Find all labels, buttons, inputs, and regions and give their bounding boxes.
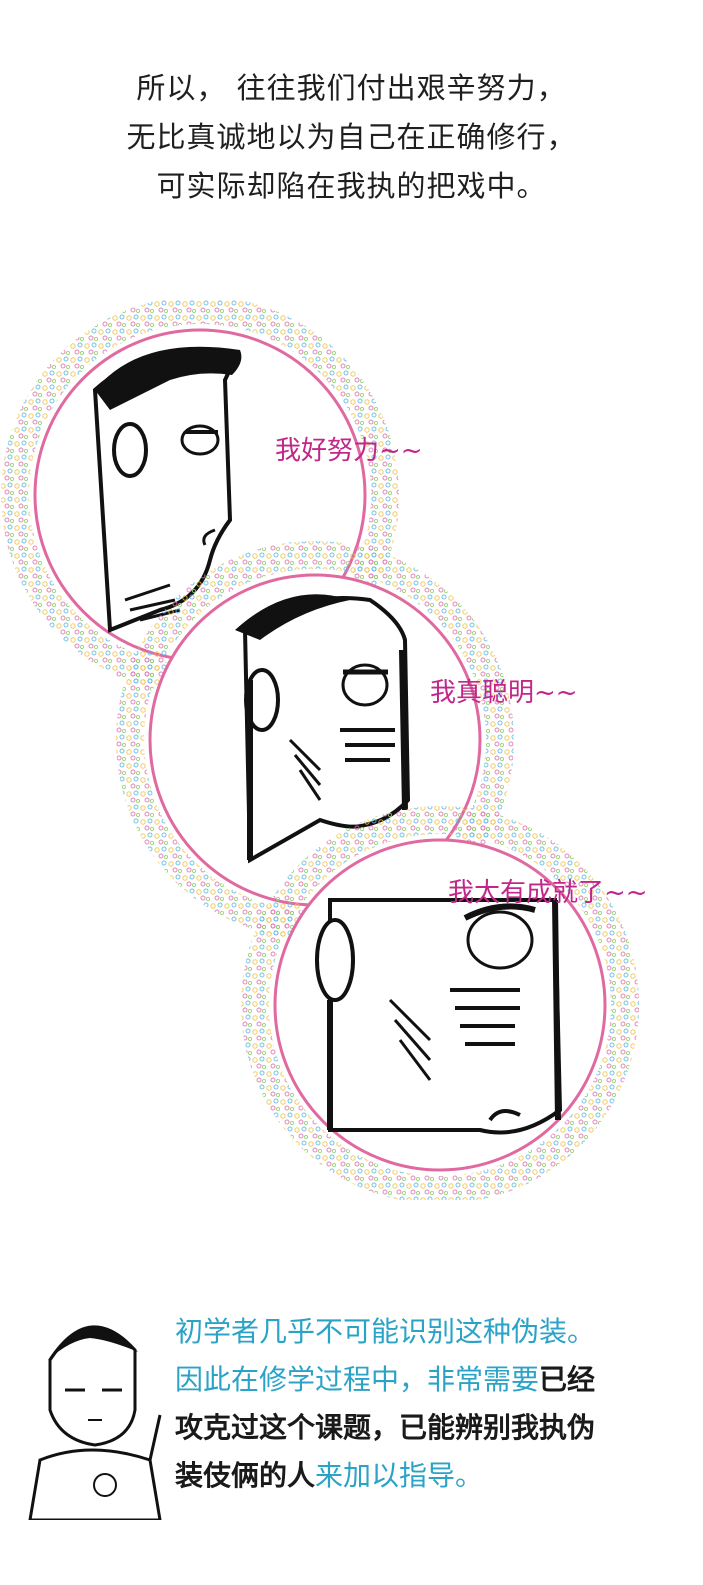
footer-line-2: 因此在修学过程中，非常需要已经 <box>175 1356 690 1404</box>
bubble-3 <box>241 806 639 1200</box>
bubble-2 <box>116 541 514 939</box>
footer-line-3: 攻克过这个课题，已能辨别我执伪 <box>175 1411 596 1444</box>
footer-line-1: 初学者几乎不可能识别这种伪装。 <box>175 1315 596 1348</box>
footer-line-2-dark: 已经 <box>539 1363 596 1396</box>
intro-line-1: 所以， 往往我们付出艰辛努力， <box>136 71 567 105</box>
footer-line-2-teal: 因此在修学过程中，非常需要 <box>175 1363 540 1396</box>
bubble-text-2: 我真聪明~~ <box>430 678 578 708</box>
footer-line-4-dark: 装伎俩的人 <box>175 1459 316 1492</box>
footer-line-4-teal: 来加以指导。 <box>315 1459 484 1492</box>
bubble-text-3: 我太有成就了~~ <box>448 878 648 908</box>
intro-line-3: 可实际却陷在我执的把戏中。 <box>156 169 547 203</box>
footer-text: 初学者几乎不可能识别这种伪装。 因此在修学过程中，非常需要已经 攻克过这个课题，… <box>175 1308 690 1500</box>
intro-text: 所以， 往往我们付出艰辛努力， 无比真诚地以为自己在正确修行， 可实际却陷在我执… <box>0 64 703 211</box>
mascot-illustration <box>28 1325 162 1520</box>
intro-line-2: 无比真诚地以为自己在正确修行， <box>126 120 577 154</box>
bubble-text-1: 我好努力~~ <box>275 436 423 466</box>
comic-illustration <box>1 300 639 1200</box>
footer-line-4: 装伎俩的人来加以指导。 <box>175 1452 690 1500</box>
